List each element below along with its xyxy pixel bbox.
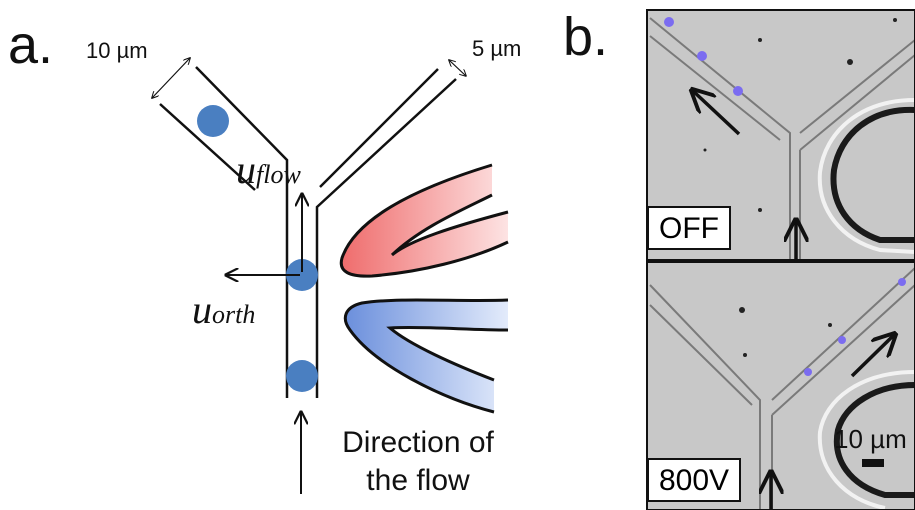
particle-in-inlet xyxy=(286,360,318,392)
negative-electrode-outline xyxy=(343,298,509,414)
panel-b-letter: b. xyxy=(563,7,609,67)
electrode-edge-800v xyxy=(833,382,915,498)
particle-at-junction xyxy=(286,259,318,291)
u-orth-base: u xyxy=(192,287,212,332)
flow-direction-caption: Direction of the flow xyxy=(318,424,518,500)
scale-bar xyxy=(862,459,884,467)
particle-in-branch xyxy=(197,105,229,137)
flow-caption-line-2: the flow xyxy=(366,464,470,497)
particle-direction-arrow-800v xyxy=(850,334,895,378)
u-orth-subscript: orth xyxy=(212,300,256,329)
right-branch-outer-wall xyxy=(315,78,457,230)
wide-channel-dimension-arrow xyxy=(152,58,190,98)
positive-electrode-shape xyxy=(341,165,508,277)
electrode-edge-off xyxy=(830,106,915,243)
narrow-channel-dimension-label: 5 µm xyxy=(472,36,522,61)
state-label-off: OFF xyxy=(647,206,731,250)
positive-electrode-outline xyxy=(339,163,509,278)
y-channel xyxy=(159,66,457,398)
particle-direction-arrow-off xyxy=(692,90,741,136)
left-branch-outer-wall xyxy=(195,66,289,230)
micrograph-off xyxy=(647,10,915,260)
state-label-800v: 800V xyxy=(647,458,742,502)
wide-channel-dimension-label: 10 µm xyxy=(86,38,148,63)
u-flow-label: uflow xyxy=(236,150,301,190)
scale-bar-label: 10 µm xyxy=(834,424,907,454)
u-flow-base: u xyxy=(236,147,256,192)
u-flow-subscript: flow xyxy=(256,160,301,189)
u-orth-label: uorth xyxy=(192,290,255,330)
flow-caption-line-1: Direction of xyxy=(342,426,494,459)
junction-inner-wall xyxy=(319,68,439,188)
narrow-channel-dimension-arrow xyxy=(449,60,466,76)
left-branch-inner-wall xyxy=(159,103,256,191)
negative-electrode-shape xyxy=(345,299,508,412)
panel-a-letter: a. xyxy=(8,15,54,75)
